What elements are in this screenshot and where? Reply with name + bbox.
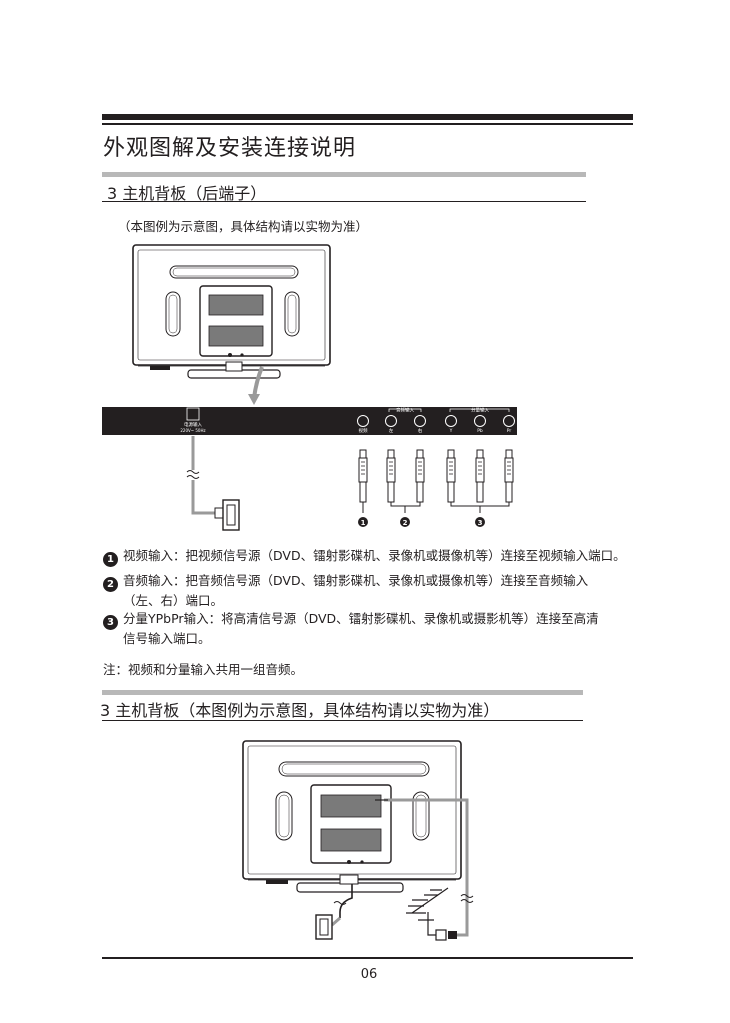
section2-underline (102, 720, 583, 721)
description-3: 3 分量YPbPr输入：将高清信号源（DVD、镭射影碟机、录像机或摄影机等）连接至… (103, 610, 599, 647)
desc-3-line-2: 信号输入端口。 (123, 631, 211, 646)
panel-label-pb: Pb (477, 428, 483, 434)
desc-1-number: 1 (103, 552, 118, 567)
section1-grey-rule (102, 172, 586, 177)
wall-outlet (222, 499, 240, 531)
panel-label-video: 视频 (359, 427, 368, 434)
desc-3-number: 3 (103, 615, 118, 630)
svg-text:1: 1 (361, 519, 366, 527)
panel-label-left: 左 (389, 427, 394, 434)
callout-2: 2 (400, 517, 410, 527)
top-rule-thin (102, 123, 633, 125)
section2-heading: 3 主机背板（本图例为示意图，具体结构请以实物为准） (100, 701, 500, 720)
rca-jacks (357, 415, 515, 427)
page-title: 外观图解及安装连接说明 (103, 136, 357, 161)
svg-text:3: 3 (478, 519, 483, 527)
callout-3: 3 (475, 517, 485, 527)
top-rule-thick (102, 114, 633, 120)
desc-3-line-1: 分量YPbPr输入：将高清信号源（DVD、镭射影碟机、录像机或摄影机等）连接至高… (123, 611, 599, 626)
desc-1-line-1: 视频输入：把视频信号源（DVD、镭射影碟机、录像机或摄像机等）连接至视频输入端口… (123, 548, 626, 563)
panel-label-y: Y (449, 428, 453, 434)
power-cord-2 (315, 884, 353, 940)
connection-panel (102, 407, 517, 435)
tv-back-body-2 (242, 740, 462, 893)
panel-label-power: 电源输入 (184, 421, 202, 428)
desc-2-number: 2 (103, 577, 118, 592)
antenna-cable (375, 798, 474, 939)
svg-text:2: 2 (403, 519, 408, 527)
desc-2-line-1: 音频输入：把音频信号源（DVD、镭射影碟机、录像机或摄像机等）连接至音频输入 (123, 573, 589, 588)
footnote: 注：视频和分量输入共用一组音频。 (103, 662, 304, 677)
desc-2-line-2: （左、右）端口。 (123, 593, 224, 608)
footer-rule (102, 957, 633, 959)
section1-note: （本图例为示意图，具体结构请以实物为准） (118, 219, 369, 234)
panel-label-audio-group: 音频输入 (396, 407, 414, 414)
panel-label-right: 右 (418, 427, 423, 434)
panel-label-power-spec: 220V~ 50Hz (180, 428, 205, 433)
section1-heading: 3 主机背板（后端子） (107, 184, 267, 203)
panel-label-component-group: 分量输入 (471, 407, 489, 414)
description-1: 1 视频输入：把视频信号源（DVD、镭射影碟机、录像机或摄像机等）连接至视频输入端… (103, 547, 626, 567)
power-socket (186, 407, 200, 421)
tv-back-body (132, 244, 331, 379)
section1-underline (102, 201, 586, 202)
page-number: 06 (360, 967, 378, 982)
callout-1: 1 (358, 517, 368, 527)
section2-grey-rule (102, 690, 583, 695)
rca-cables (358, 449, 514, 513)
antenna-symbol (406, 887, 449, 941)
panel-label-pr: Pr (507, 428, 512, 434)
